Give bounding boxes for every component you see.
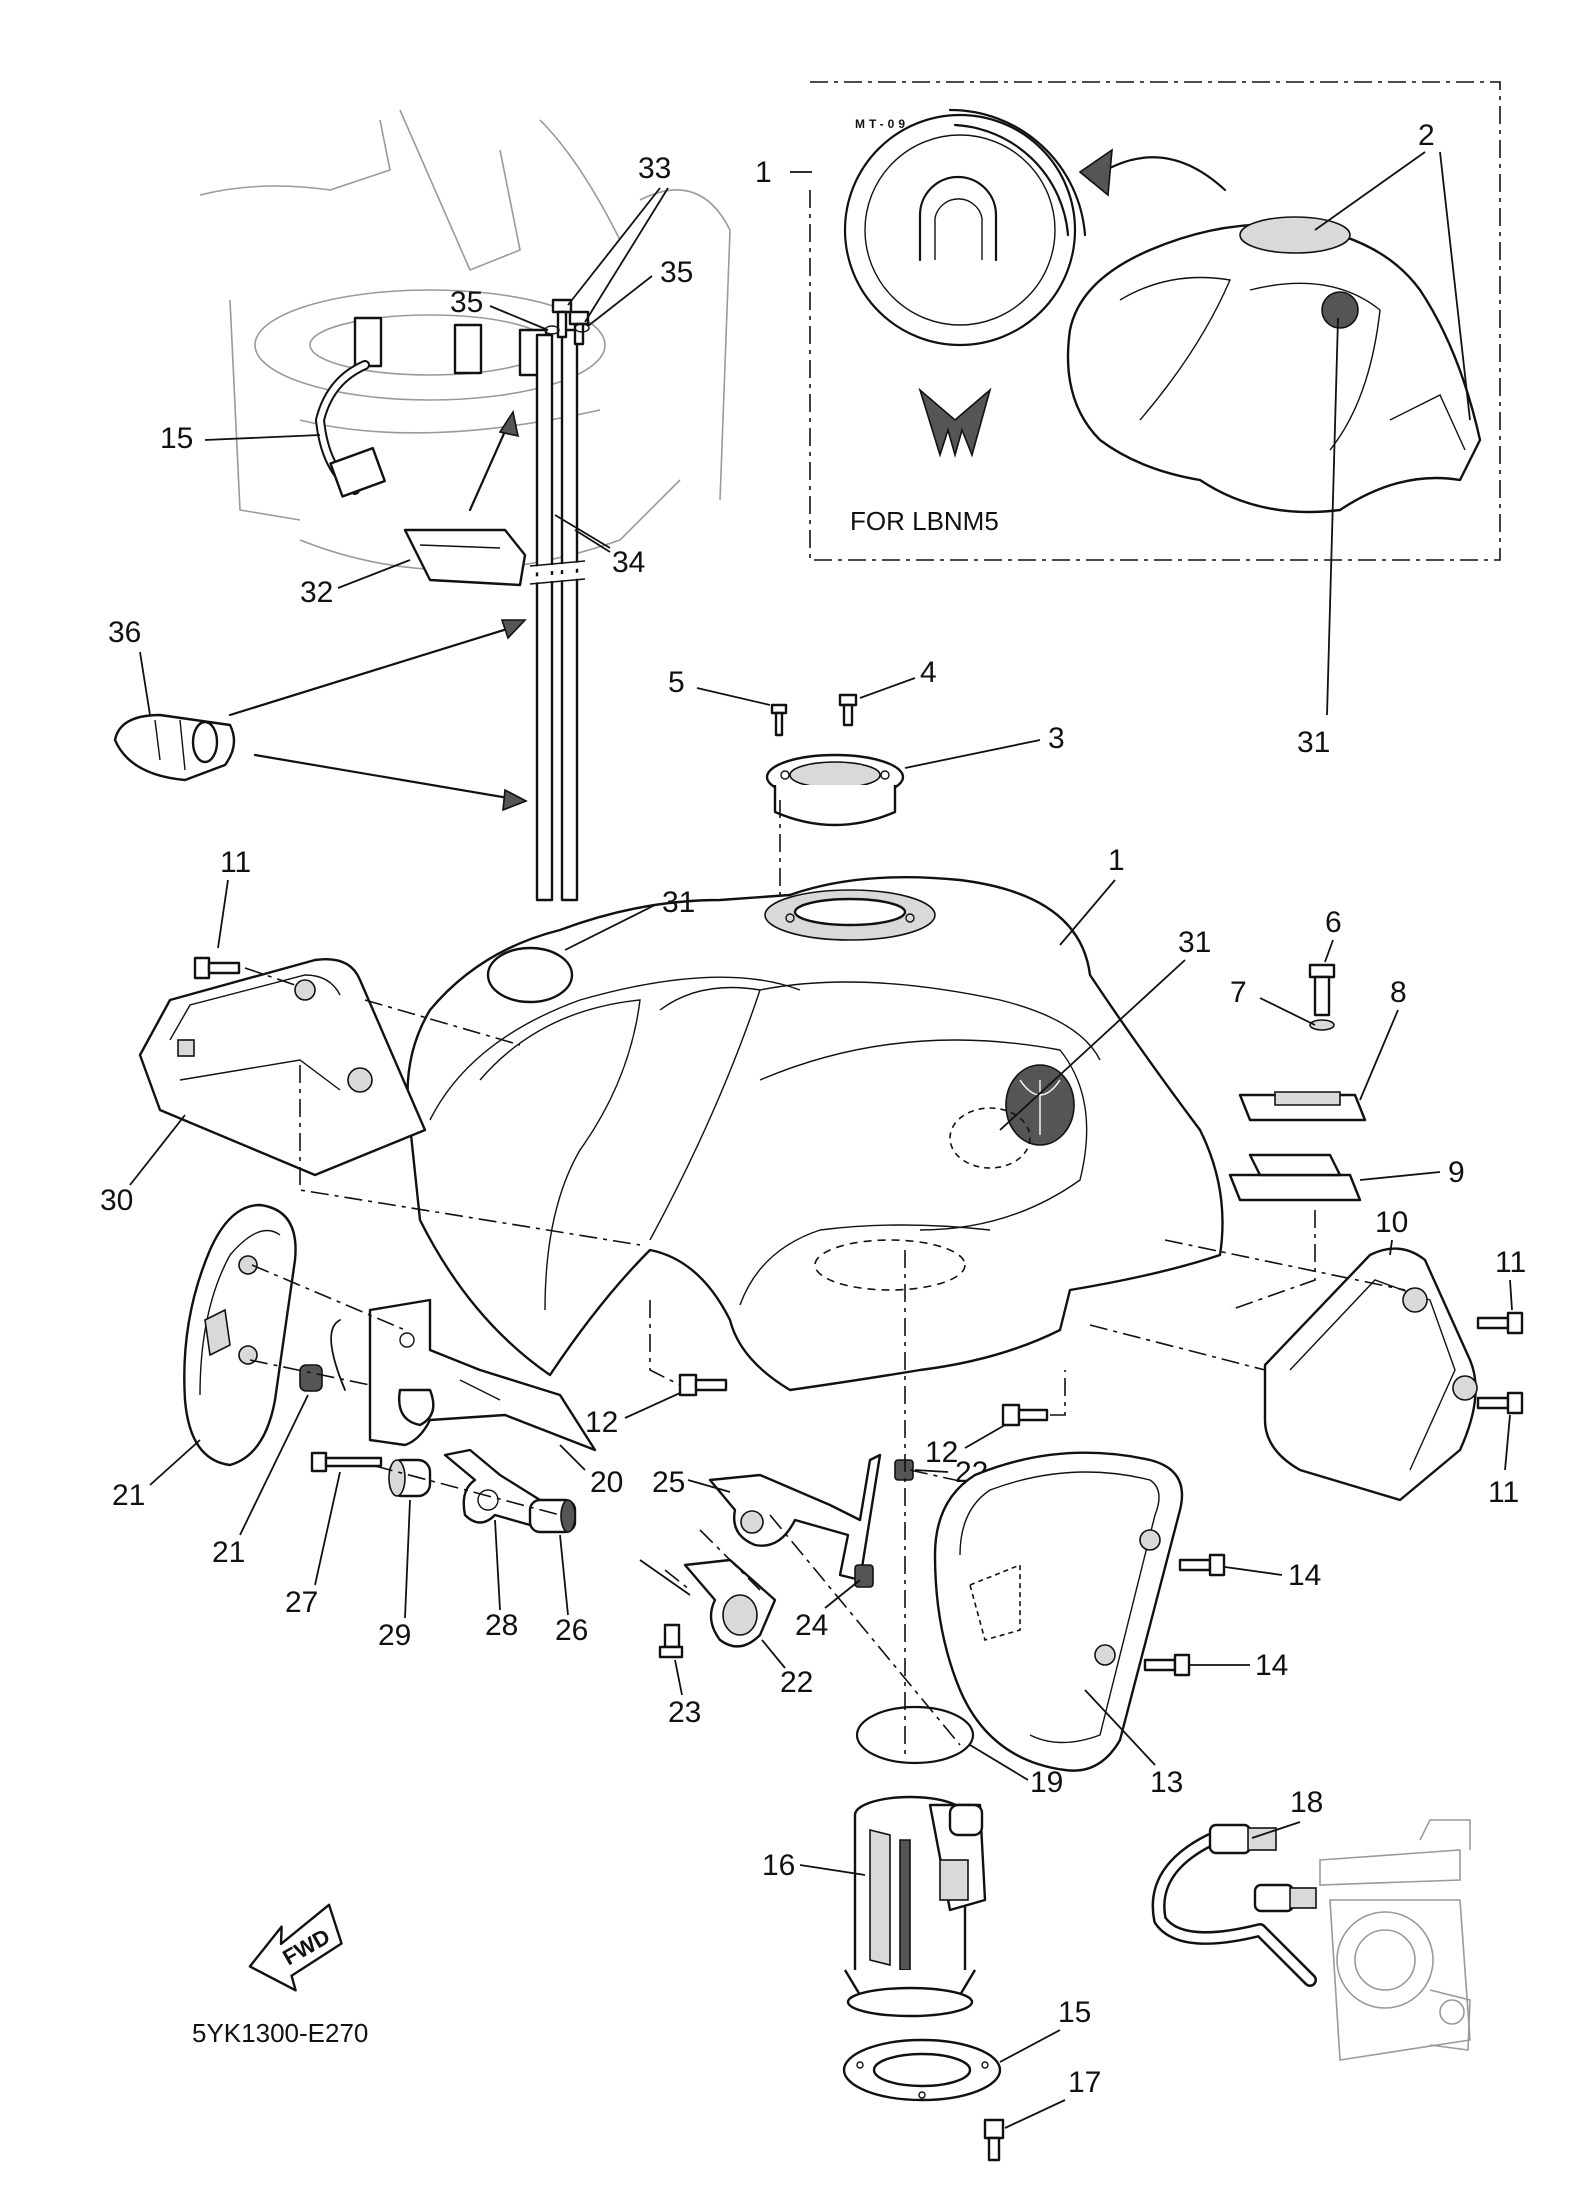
callout-12-right: 12 xyxy=(925,1436,958,1469)
callout-8: 8 xyxy=(1390,976,1407,1009)
bolt-14-bottom-drawing xyxy=(1143,1653,1191,1677)
callout-25: 29 xyxy=(378,1619,411,1652)
inset-fuel-tank-drawing xyxy=(1066,216,1482,514)
bolt-5-drawing xyxy=(770,703,788,737)
callout-31-emblem: 31 xyxy=(1178,926,1211,959)
gasket-19-drawing xyxy=(855,1705,975,1765)
clamp-arrow-upper xyxy=(228,623,522,717)
callout-21-bottom: 24 xyxy=(795,1609,828,1642)
damper-24-drawing xyxy=(528,1498,577,1534)
callout-24: 26 xyxy=(555,1614,588,1647)
callout-26: 27 xyxy=(285,1586,318,1619)
callout-1-inset: 1 xyxy=(755,156,772,189)
callout-11-right-top: 11 xyxy=(1495,1246,1526,1279)
callout-5: 5 xyxy=(668,666,685,699)
breather-hoses-34 xyxy=(529,328,586,902)
grommet-28-drawing xyxy=(299,1364,323,1392)
callout-29: 21 xyxy=(112,1479,145,1512)
callout-6: 6 xyxy=(1325,906,1342,939)
callout-27: 20 xyxy=(590,1466,623,1499)
cover-10-drawing xyxy=(1263,1247,1478,1502)
inset-note: FOR LBNM5 xyxy=(850,506,999,536)
callout-22-left: 28 xyxy=(485,1609,518,1642)
callout-35-left: 35 xyxy=(450,286,483,319)
bolt-12-left-drawing xyxy=(678,1373,728,1397)
callout-7: 7 xyxy=(1230,976,1247,1009)
callout-15-bottom: 18 xyxy=(1290,1786,1323,1819)
callout-30: 30 xyxy=(100,1184,133,1217)
callout-11-right-bottom: 11 xyxy=(1488,1476,1519,1509)
callout-4: 4 xyxy=(920,656,937,689)
bracket-20-drawing xyxy=(708,1453,882,1582)
inset-variant-panel: MT-09 FOR LBNM5 1 2 31 xyxy=(755,81,1501,759)
bolt-4-drawing xyxy=(838,693,858,727)
callout-32: 32 xyxy=(300,576,333,609)
callout-1-main: 1 xyxy=(1108,844,1125,877)
callout-11-left: 11 xyxy=(220,846,251,879)
bolt-11-left-drawing xyxy=(193,956,241,980)
clamp-36-drawing xyxy=(113,713,236,782)
bolt-12-right-drawing xyxy=(1001,1403,1049,1427)
bracket-8-drawing xyxy=(1238,1091,1367,1122)
callout-28: 21 xyxy=(212,1536,245,1569)
callout-9: 9 xyxy=(1448,1156,1465,1189)
plate-17-drawing xyxy=(842,2038,1002,2102)
hose-arrow xyxy=(468,418,512,512)
callout-17: 15 xyxy=(1058,1996,1091,2029)
collar-25-drawing xyxy=(388,1458,432,1498)
diagram-code: 5YK1300-E270 xyxy=(192,2018,368,2048)
fuel-hose-15-drawing xyxy=(1151,1823,1317,1987)
bolt-14-top-drawing xyxy=(1178,1553,1226,1577)
side-panel-29-drawing xyxy=(183,1203,297,1467)
callout-34: 34 xyxy=(612,546,645,579)
callout-31-sticker: 31 xyxy=(662,886,695,919)
cover-30-drawing xyxy=(138,958,427,1177)
bolt-11-right-bottom-drawing xyxy=(1476,1391,1524,1415)
bolt-6-drawing xyxy=(1308,963,1336,1031)
callout-13: 13 xyxy=(1150,1766,1183,1799)
callout-12-left: 12 xyxy=(585,1406,618,1439)
bolt-26-drawing xyxy=(310,1451,383,1473)
callout-33: 33 xyxy=(638,152,671,185)
bracket-27-drawing xyxy=(368,1298,597,1452)
callout-35-right: 35 xyxy=(660,256,693,289)
callout-31-inset: 31 xyxy=(1297,726,1330,759)
callout-18: 17 xyxy=(1068,2066,1101,2099)
callout-10: 10 xyxy=(1375,1206,1408,1239)
fuel-tank-1-drawing xyxy=(406,875,1224,1392)
side-cover-13-drawing xyxy=(933,1451,1184,1772)
damper-9-drawing xyxy=(1228,1153,1362,1202)
callout-14-bottom: 14 xyxy=(1255,1649,1288,1682)
fuel-pump-16-drawing xyxy=(843,1795,987,2018)
callout-14-top: 14 xyxy=(1288,1559,1321,1592)
fwd-arrow-icon: FWD xyxy=(248,1903,343,1992)
callout-19: 19 xyxy=(1030,1766,1063,1799)
clamp-arrow-lower xyxy=(253,753,522,802)
bolt-18-drawing xyxy=(983,2118,1005,2162)
bracket-22-left-drawing xyxy=(443,1448,542,1527)
callout-23: 23 xyxy=(668,1696,701,1729)
bolt-23-drawing xyxy=(658,1623,684,1659)
throttle-body-ghost xyxy=(1319,1819,1471,2061)
callout-22-right: 22 xyxy=(780,1666,813,1699)
bracket-22-right-drawing xyxy=(683,1558,777,1648)
callout-3: 3 xyxy=(1048,722,1065,755)
callout-15-top: 15 xyxy=(160,422,193,455)
filler-cap-3-drawing xyxy=(765,753,905,827)
callout-16: 16 xyxy=(762,1849,795,1882)
callout-2: 2 xyxy=(1418,119,1435,152)
callout-36: 36 xyxy=(108,616,141,649)
fuel-pump-fittings xyxy=(315,316,548,587)
callout-20: 25 xyxy=(652,1466,685,1499)
tank-cap-emblem-drawing: MT-09 xyxy=(843,108,1087,458)
emblem-text: MT-09 xyxy=(855,117,909,131)
bolt-11-right-top-drawing xyxy=(1476,1311,1524,1335)
nut-21-bottom-drawing xyxy=(854,1564,874,1588)
